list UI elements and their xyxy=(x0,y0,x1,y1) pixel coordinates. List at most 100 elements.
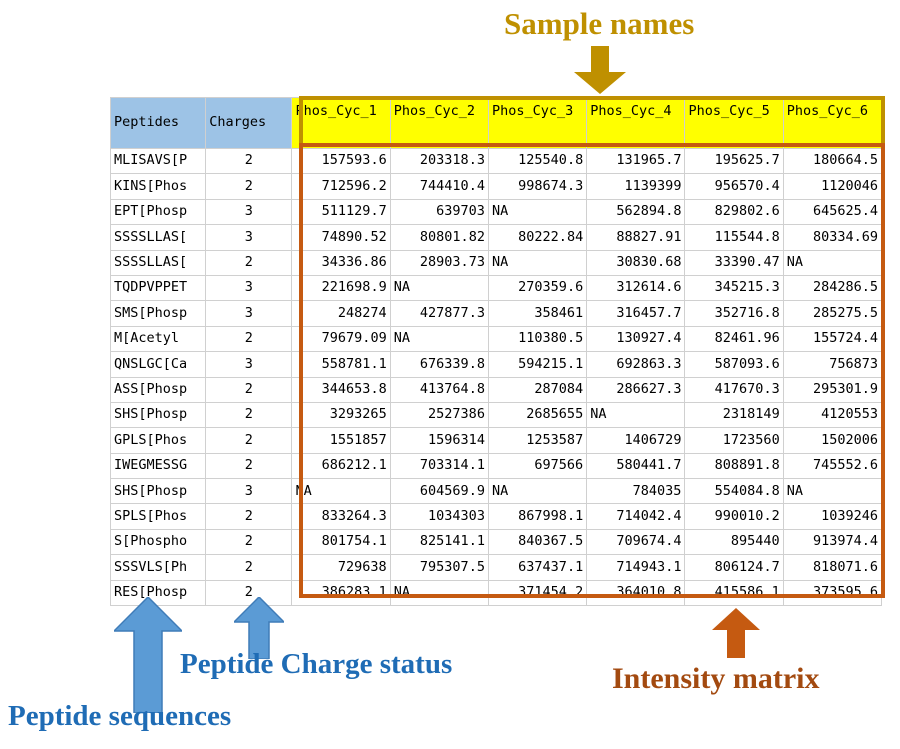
cell-charge[interactable]: 3 xyxy=(205,224,293,251)
cell-intensity[interactable]: 352716.8 xyxy=(684,300,784,327)
column-header-peptides[interactable]: Peptides xyxy=(109,97,207,149)
column-header-sample-5[interactable]: Phos_Cyc_5 xyxy=(684,97,784,149)
cell-intensity[interactable]: 195625.7 xyxy=(684,147,784,175)
cell-intensity[interactable]: NA xyxy=(389,274,489,302)
cell-charge[interactable]: 3 xyxy=(205,300,293,327)
cell-peptide[interactable]: KINS[Phos xyxy=(109,173,207,200)
cell-intensity[interactable]: 562894.8 xyxy=(586,198,686,226)
cell-intensity[interactable]: 1139399 xyxy=(586,173,686,200)
cell-intensity[interactable]: 80334.69 xyxy=(782,224,883,251)
cell-intensity[interactable]: 413764.8 xyxy=(389,376,489,403)
cell-peptide[interactable]: EPT[Phosp xyxy=(109,198,207,226)
cell-intensity[interactable]: 714943.1 xyxy=(586,554,686,581)
cell-intensity[interactable]: 248274 xyxy=(291,300,391,327)
cell-intensity[interactable]: 82461.96 xyxy=(684,325,784,353)
cell-intensity[interactable]: 703314.1 xyxy=(389,452,489,480)
cell-intensity[interactable]: NA xyxy=(487,478,588,505)
cell-intensity[interactable]: 28903.73 xyxy=(389,249,489,276)
cell-intensity[interactable]: 686212.1 xyxy=(291,452,391,480)
cell-peptide[interactable]: SHS[Phosp xyxy=(109,478,207,505)
cell-intensity[interactable]: 808891.8 xyxy=(684,452,784,480)
cell-peptide[interactable]: QNSLGC[Ca xyxy=(109,351,207,378)
cell-charge[interactable]: 2 xyxy=(205,325,293,353)
cell-intensity[interactable]: 373595.6 xyxy=(782,579,883,607)
cell-peptide[interactable]: IWEGMESSG xyxy=(109,452,207,480)
cell-intensity[interactable]: 203318.3 xyxy=(389,147,489,175)
cell-intensity[interactable]: 833264.3 xyxy=(291,503,391,530)
cell-intensity[interactable]: 115544.8 xyxy=(684,224,784,251)
column-header-sample-1[interactable]: Phos_Cyc_1 xyxy=(291,97,391,149)
cell-intensity[interactable]: 270359.6 xyxy=(487,274,588,302)
cell-intensity[interactable]: 714042.4 xyxy=(586,503,686,530)
cell-intensity[interactable]: 79679.09 xyxy=(291,325,391,353)
cell-peptide[interactable]: SSSVLS[Ph xyxy=(109,554,207,581)
cell-intensity[interactable]: 3293265 xyxy=(291,401,391,429)
cell-intensity[interactable]: 604569.9 xyxy=(389,478,489,505)
cell-intensity[interactable]: 80801.82 xyxy=(389,224,489,251)
cell-charge[interactable]: 2 xyxy=(205,554,293,581)
cell-intensity[interactable]: 744410.4 xyxy=(389,173,489,200)
cell-intensity[interactable]: 386283.1 xyxy=(291,579,391,607)
cell-intensity[interactable]: 1551857 xyxy=(291,427,391,454)
cell-intensity[interactable]: 2318149 xyxy=(684,401,784,429)
cell-intensity[interactable]: 745552.6 xyxy=(782,452,883,480)
cell-charge[interactable]: 3 xyxy=(205,351,293,378)
cell-intensity[interactable]: 286627.3 xyxy=(586,376,686,403)
cell-intensity[interactable]: 155724.4 xyxy=(782,325,883,353)
cell-intensity[interactable]: 130927.4 xyxy=(586,325,686,353)
cell-intensity[interactable]: 580441.7 xyxy=(586,452,686,480)
cell-intensity[interactable]: 88827.91 xyxy=(586,224,686,251)
cell-peptide[interactable]: SPLS[Phos xyxy=(109,503,207,530)
cell-intensity[interactable]: 285275.5 xyxy=(782,300,883,327)
cell-charge[interactable]: 2 xyxy=(205,173,293,200)
cell-intensity[interactable]: 895440 xyxy=(684,528,784,556)
cell-intensity[interactable]: 30830.68 xyxy=(586,249,686,276)
cell-intensity[interactable]: 180664.5 xyxy=(782,147,883,175)
cell-intensity[interactable]: 427877.3 xyxy=(389,300,489,327)
column-header-sample-3[interactable]: Phos_Cyc_3 xyxy=(487,97,588,149)
column-header-charges[interactable]: Charges xyxy=(205,97,293,149)
cell-intensity[interactable]: 364010.8 xyxy=(586,579,686,607)
cell-intensity[interactable]: 295301.9 xyxy=(782,376,883,403)
cell-charge[interactable]: 3 xyxy=(205,198,293,226)
cell-intensity[interactable]: 558781.1 xyxy=(291,351,391,378)
cell-intensity[interactable]: 1596314 xyxy=(389,427,489,454)
cell-intensity[interactable]: 371454.2 xyxy=(487,579,588,607)
cell-intensity[interactable]: 1502006 xyxy=(782,427,883,454)
cell-intensity[interactable]: NA xyxy=(487,198,588,226)
cell-intensity[interactable]: 312614.6 xyxy=(586,274,686,302)
cell-intensity[interactable]: 1723560 xyxy=(684,427,784,454)
cell-charge[interactable]: 2 xyxy=(205,376,293,403)
cell-intensity[interactable]: 34336.86 xyxy=(291,249,391,276)
cell-intensity[interactable]: 594215.1 xyxy=(487,351,588,378)
cell-intensity[interactable]: 645625.4 xyxy=(782,198,883,226)
cell-intensity[interactable]: 1034303 xyxy=(389,503,489,530)
cell-intensity[interactable]: NA xyxy=(487,249,588,276)
cell-intensity[interactable]: 913974.4 xyxy=(782,528,883,556)
intensity-spreadsheet[interactable]: Peptides Charges Phos_Cyc_1 Phos_Cyc_2 P… xyxy=(109,97,883,607)
cell-intensity[interactable]: 867998.1 xyxy=(487,503,588,530)
cell-intensity[interactable]: 806124.7 xyxy=(684,554,784,581)
cell-peptide[interactable]: TQDPVPPET xyxy=(109,274,207,302)
cell-intensity[interactable]: 287084 xyxy=(487,376,588,403)
cell-peptide[interactable]: SSSSLLAS[ xyxy=(109,224,207,251)
cell-intensity[interactable]: 284286.5 xyxy=(782,274,883,302)
cell-intensity[interactable]: 131965.7 xyxy=(586,147,686,175)
cell-charge[interactable]: 3 xyxy=(205,274,293,302)
cell-intensity[interactable]: 2685655 xyxy=(487,401,588,429)
cell-intensity[interactable]: 676339.8 xyxy=(389,351,489,378)
cell-intensity[interactable]: 990010.2 xyxy=(684,503,784,530)
cell-intensity[interactable]: 756873 xyxy=(782,351,883,378)
cell-intensity[interactable]: 4120553 xyxy=(782,401,883,429)
column-header-sample-6[interactable]: Phos_Cyc_6 xyxy=(782,97,883,149)
cell-intensity[interactable]: 587093.6 xyxy=(684,351,784,378)
cell-charge[interactable]: 2 xyxy=(205,503,293,530)
cell-peptide[interactable]: SMS[Phosp xyxy=(109,300,207,327)
cell-intensity[interactable]: 358461 xyxy=(487,300,588,327)
cell-intensity[interactable]: 415586.1 xyxy=(684,579,784,607)
cell-charge[interactable]: 2 xyxy=(205,452,293,480)
cell-intensity[interactable]: 712596.2 xyxy=(291,173,391,200)
cell-intensity[interactable]: 637437.1 xyxy=(487,554,588,581)
cell-peptide[interactable]: SHS[Phosp xyxy=(109,401,207,429)
cell-intensity[interactable]: 110380.5 xyxy=(487,325,588,353)
